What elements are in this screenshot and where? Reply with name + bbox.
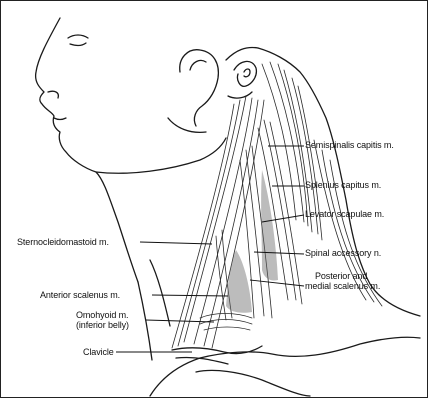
leader-posterior-scalenus [250,280,304,286]
label-semispinalis-capitis: Semispinalis capitis m. [305,140,394,150]
nostril [48,91,58,98]
label-spinal-accessory: Spinal accessory n. [305,248,381,258]
label-splenius-capitus: Splenius capitus m. [305,180,381,190]
label-clavicle: Clavicle [83,347,114,357]
lips [54,118,66,120]
label-omohyoid-line1: Omohyoid m. [76,310,129,320]
label-omohyoid-line2: (inferior belly) [76,320,129,330]
shoulder-outline [150,337,420,396]
label-sternocleidomastoid: Sternocleidomastoid m. [17,237,109,247]
label-posterior-medial-scalenus: Posterior and medial scalenus m. [315,271,380,291]
mastoid-process [234,61,256,86]
skull-base [226,48,258,61]
label-levator-scapulae: Levator scapulae m. [305,209,384,219]
jaw-line [96,138,226,173]
clavicle-bone [172,346,262,354]
eye [68,35,88,38]
label-posterior-line1: Posterior and [315,271,380,281]
leader-spinal-accessory [254,252,304,254]
label-posterior-line2: medial scalenus m. [305,281,380,291]
deep-neck-shading [226,250,252,313]
label-omohyoid: Omohyoid m. (inferior belly) [76,310,129,330]
omohyoid-muscle [200,314,252,319]
anterior-neck-outline [150,260,170,326]
label-anterior-scalenus: Anterior scalenus m. [40,290,120,300]
